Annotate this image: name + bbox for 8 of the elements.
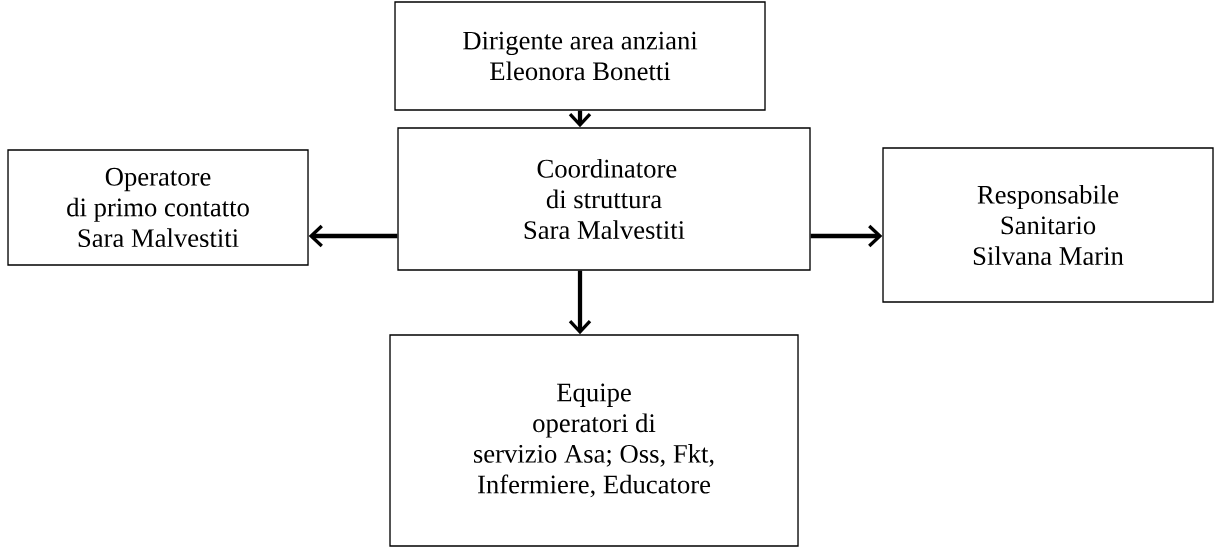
org-box: Equipe operatori di servizio Asa; Oss, Fkt, Infermiere, Educatore	[389, 334, 799, 547]
org-box: Dirigente area anziani Eleonora Bonetti	[394, 1, 766, 111]
org-box: Operatore di primo contatto Sara Malvestiti	[7, 149, 309, 266]
arrow	[308, 224, 398, 248]
org-box: Coordinatore di struttura Sara Malvestiti	[397, 127, 811, 271]
org-box: Responsabile Sanitario Silvana Marin	[882, 147, 1214, 303]
arrow	[810, 224, 883, 248]
arrow	[568, 270, 592, 335]
